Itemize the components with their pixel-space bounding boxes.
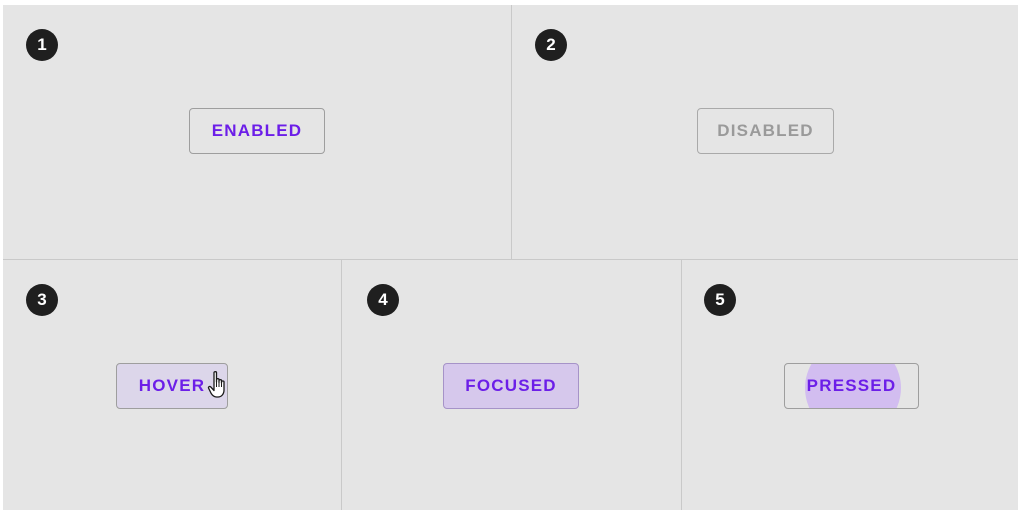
button-label: HOVER	[138, 376, 206, 395]
disabled-button: DISABLED	[697, 108, 834, 154]
state-panel-enabled: 1 ENABLED	[3, 5, 511, 259]
focused-button[interactable]: FOCUSED	[443, 363, 579, 409]
button-states-canvas: 1 ENABLED 2 DISABLED 3 HOVER 4 FOCUSED 5	[3, 5, 1018, 510]
state-panel-focused: 4 FOCUSED	[342, 260, 681, 510]
divider-horizontal	[3, 259, 1018, 260]
button-label: ENABLED	[211, 121, 303, 140]
press-ripple	[805, 364, 901, 408]
step-badge: 4	[367, 284, 399, 316]
step-badge: 2	[535, 29, 567, 61]
step-badge: 3	[26, 284, 58, 316]
hand-pointer-icon	[207, 371, 225, 398]
step-badge: 5	[704, 284, 736, 316]
button-label: PRESSED	[806, 376, 897, 395]
divider-vertical	[511, 5, 512, 259]
pressed-button[interactable]: PRESSED	[784, 363, 919, 409]
divider-vertical	[681, 260, 682, 510]
enabled-button[interactable]: ENABLED	[189, 108, 325, 154]
button-label: DISABLED	[717, 121, 814, 140]
divider-vertical	[341, 260, 342, 510]
button-label: FOCUSED	[465, 376, 557, 395]
state-panel-hover: 3 HOVER	[3, 260, 341, 510]
state-panel-disabled: 2 DISABLED	[512, 5, 1018, 259]
state-panel-pressed: 5 PRESSED	[682, 260, 1018, 510]
step-badge: 1	[26, 29, 58, 61]
